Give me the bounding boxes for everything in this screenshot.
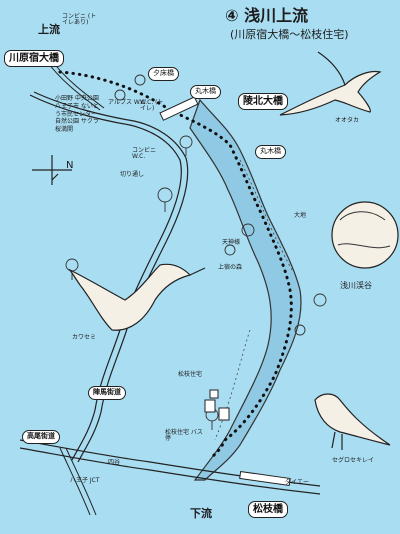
- daichi-label: 大地: [294, 212, 307, 219]
- map-title: ④ 浅川上流: [225, 6, 309, 25]
- kingfisher-illustration: [68, 263, 206, 331]
- housing-icons: [204, 389, 230, 421]
- map-subtitle: (川原宿大橋〜松枝住宅): [230, 28, 349, 41]
- jinba-road: [29, 94, 182, 461]
- matsue-housing-label: 松枝住宅: [178, 371, 203, 378]
- conv2-label: コンビニ W.C.: [132, 147, 157, 160]
- hachioji-jct-label: 八王子 JCT: [70, 477, 100, 484]
- wagtail-illustration: [314, 393, 391, 450]
- wagtail-label: セグロセキレイ: [332, 457, 375, 464]
- matsue-bus-label: 松枝住宅 バス停: [165, 429, 203, 442]
- kirito-label: 切り通し: [120, 171, 145, 178]
- jinba-road-sign: 陣馬街道: [88, 386, 126, 400]
- compass-icon: [32, 155, 72, 185]
- daiei-label: ダイエー: [285, 479, 309, 486]
- yotsuya-label: 四谷: [108, 459, 121, 466]
- downstream-label: 下流: [190, 507, 212, 520]
- asakawa-river: [189, 98, 302, 481]
- marukibashi-label: 丸木橋: [190, 85, 221, 99]
- kingfisher-label: カワセミ: [72, 334, 97, 341]
- asakawa-ravine-label: 浅川渓谷: [340, 281, 372, 290]
- yama1-label: 天神様: [222, 239, 241, 246]
- ryohoku-bridge-label[interactable]: 陵北大橋: [238, 93, 288, 110]
- matsue-bridge-label[interactable]: 松枝橋: [248, 501, 288, 518]
- conv1-label: コンビニ (トイレあり): [62, 13, 97, 26]
- marukibashi2-label: 丸木橋: [255, 145, 286, 159]
- hall-label: 小田野 中央公園 八王子市 ないとう市民センター 自然公園 サクラ 桜満開: [55, 95, 99, 134]
- ravine-illustration: [331, 201, 399, 269]
- alps-label: アルプス W.C.: [108, 99, 148, 106]
- yama2-label: 上宿の森: [218, 264, 243, 271]
- compass-north-label: N: [66, 160, 74, 171]
- takao-road-sign: 高尾街道: [22, 430, 60, 444]
- upstream-label: 上流: [38, 23, 60, 36]
- yubashi-label: 夕床橋: [148, 67, 179, 81]
- hawk-label: オオタカ: [335, 117, 360, 124]
- wc-label: W.C. (トイレ): [140, 99, 164, 112]
- hawk-illustration: [279, 51, 382, 116]
- kawarajuku-bridge-label[interactable]: 川原宿大橋: [4, 50, 64, 67]
